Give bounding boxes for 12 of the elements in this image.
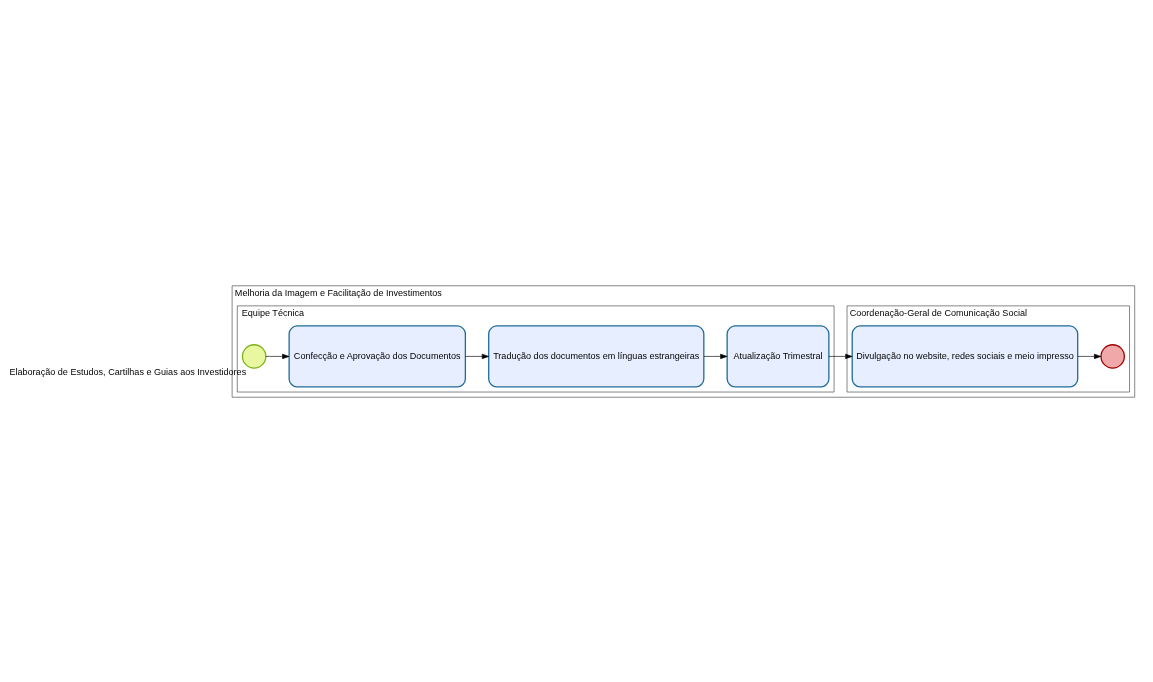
arrow — [828, 353, 853, 359]
node-circle — [1100, 343, 1125, 369]
node-box: Confecção e Aprovação dos Documentos — [288, 324, 467, 387]
node-box: Tradução dos documentos em línguas estrangeiras — [488, 324, 705, 387]
arrow — [265, 353, 290, 359]
arrow — [1077, 353, 1102, 359]
node-label: Elaboração de Estudos, Cartilhas e Guias aos Investidores — [9, 366, 247, 377]
node-box: Atualização Trimestral — [726, 324, 830, 387]
arrow — [703, 353, 728, 359]
node-box: Divulgação no website, redes sociais e meio impresso — [851, 324, 1079, 387]
node-circle — [241, 343, 267, 369]
arrow — [465, 353, 489, 359]
